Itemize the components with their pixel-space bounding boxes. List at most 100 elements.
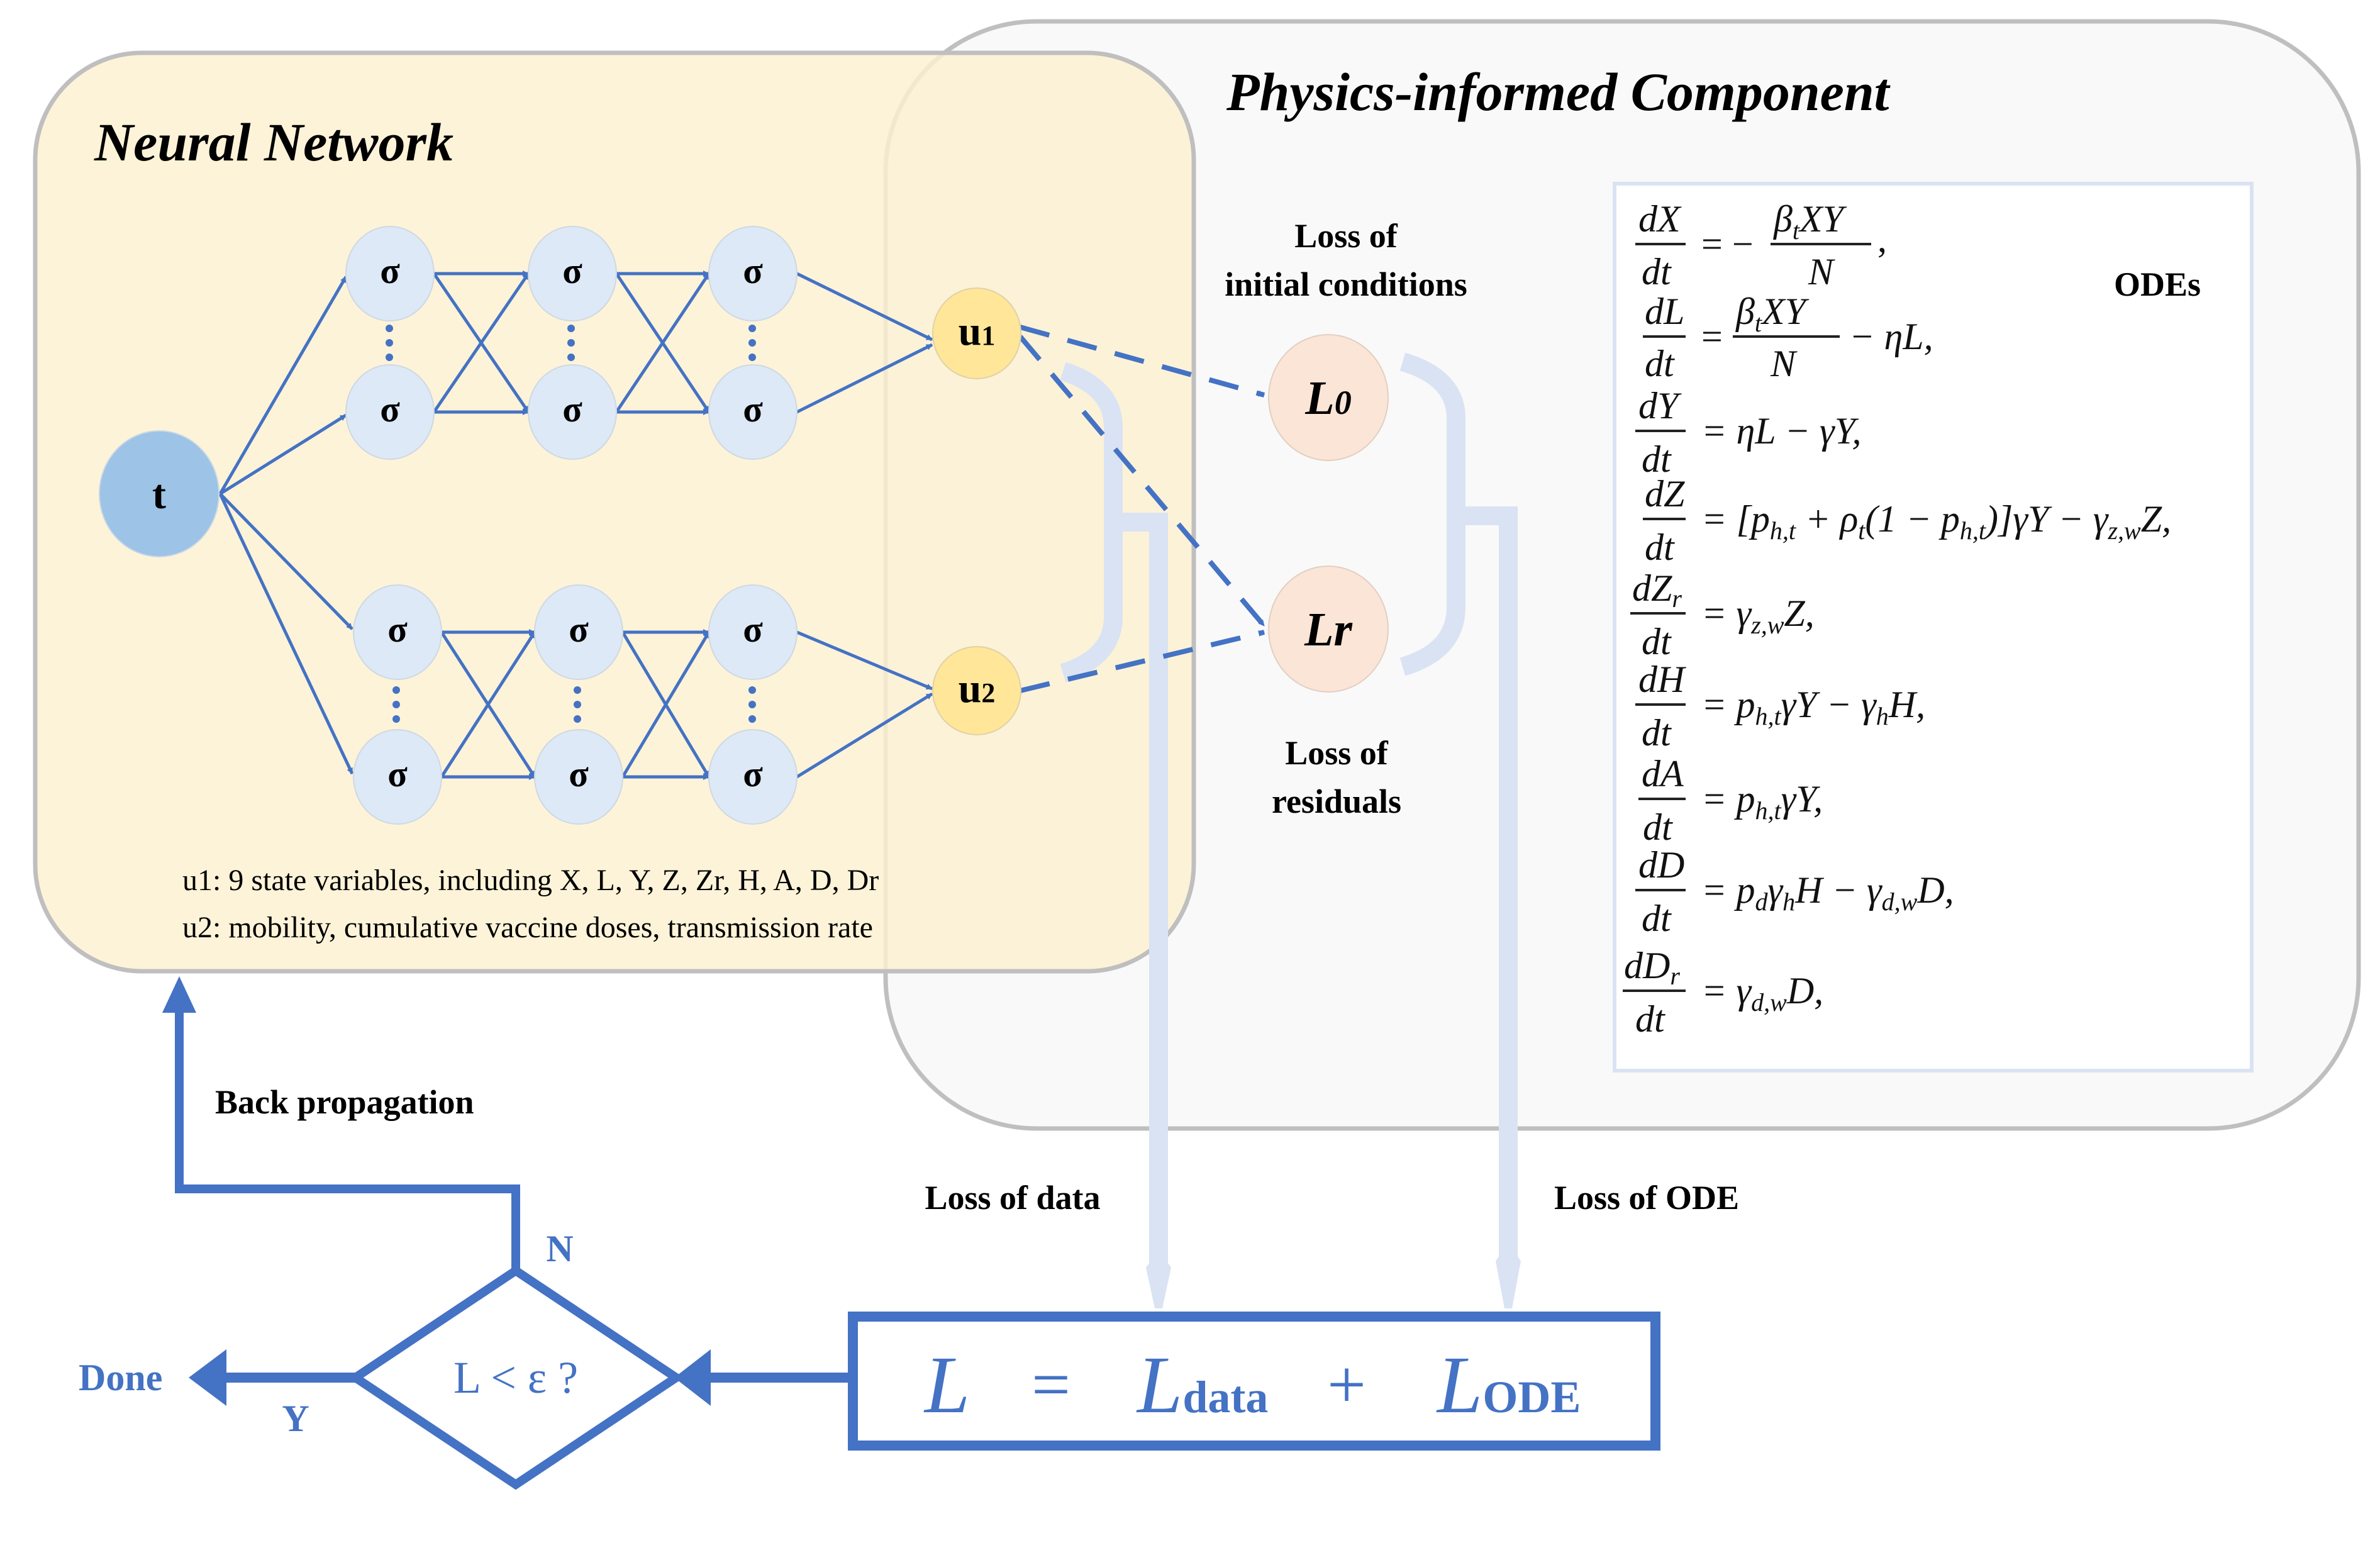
hidden-node [708,584,798,680]
edge [621,631,711,778]
initial-loss-label-line2: initial conditions [1225,265,1467,303]
eq-denominator: dt [1642,621,1672,662]
eq-rhs-num: βtXY [1735,291,1810,337]
loss-ode-term: LODE [1436,1340,1581,1430]
data-loss-flow [1060,362,1168,1271]
ode-equations-box [1613,182,2254,1073]
odes-label: ODEs [2114,265,2201,303]
input-node-label: t [152,472,166,518]
ode-equation-dX: dX dt = − βtXY N , [1635,198,1887,293]
ode-loss-arrowhead [1496,1250,1521,1308]
neural-network-title: Neural Network [94,112,453,172]
edge [796,343,933,414]
hidden-node-label: σ [380,389,400,430]
ellipsis-dots [392,686,756,723]
data-loss-label: Loss of data [925,1179,1100,1217]
ode-equation-dZ: dZ dt = [ph,t + ρt(1 − ph,t)]γY − γz,wZ, [1643,473,2171,568]
total-loss-equals: = [1032,1346,1070,1423]
eq-denominator: dt [1645,527,1675,568]
output-node-u2-label: u2 [959,666,996,711]
eq-rhs: = pdγhH − γd,wD, [1701,869,1954,916]
u2-caption: u2: mobility, cumulative vaccine doses, … [182,911,873,944]
eq-rhs: = ph,tγY − γhH, [1701,684,1925,730]
hidden-node-label: σ [387,609,408,650]
hidden-node [345,226,435,321]
hidden-node [708,226,798,321]
total-loss-box [848,1312,1660,1451]
loss-node-initial-label: L0 [1304,372,1351,425]
done-arrowhead [189,1349,226,1406]
hidden-node [345,364,435,460]
hidden-node-label: σ [380,250,400,291]
loss-node-residual [1268,566,1389,693]
edge [218,276,348,495]
eq-numerator: dX [1638,198,1682,240]
ode-equation-dZr: dZr dt = γz,wZ, [1630,567,1815,662]
decision-condition: L < ε ? [453,1352,578,1403]
upper-network-edges [218,270,933,496]
data-loss-arrowhead [1146,1258,1171,1308]
ode-equation-dDr: dDr dt = γd,wD, [1623,945,1823,1040]
hidden-node-label: σ [743,609,763,650]
loss-dashed-edges [1018,325,1267,693]
edge [796,692,933,779]
hidden-node [353,729,442,825]
eq-rhs-den: N [1808,251,1835,293]
upper-hidden-layers: σ σ σ σ σ σ [345,226,798,460]
eq-denominator: dt [1642,438,1672,480]
output-node-u1-label: u1 [959,308,996,354]
edge [796,272,933,342]
ode-equation-dD: dD dt = pdγhH − γd,wD, [1635,844,1954,939]
eq-tail: , [1877,218,1887,260]
physics-component-title: Physics-informed Component [1226,62,1891,122]
eq-numerator: dZr [1632,567,1682,613]
yes-label: Y [282,1398,309,1439]
eq-denominator: dt [1635,998,1665,1040]
edge [614,272,711,413]
ode-loss-label: Loss of ODE [1554,1179,1739,1217]
total-loss-plus: + [1327,1346,1366,1423]
back-propagation-arrowhead [162,976,196,1013]
u1-caption: u1: 9 state variables, including X, L, Y… [182,864,879,897]
loss-to-decision-arrowhead [674,1349,711,1406]
input-node-t [99,430,220,557]
eq-numerator: dA [1642,753,1684,794]
eq-denominator: dt [1642,251,1672,293]
data-loss-connector [1113,513,1168,1271]
total-loss-lhs: L [923,1340,970,1430]
hidden-node-label: σ [743,389,763,430]
ode-equation-dL: dL dt = βtXY N − ηL, [1643,291,1933,384]
hidden-node [708,364,798,460]
edge [219,413,347,496]
loss-node-residual-label: Lr [1304,603,1353,656]
eq-rhs: = ph,tγY, [1701,778,1823,825]
eq-denominator: dt [1645,343,1675,384]
eq-rhs-num: βtXY [1773,198,1847,245]
eq-rhs: = γd,wD, [1701,970,1823,1017]
eq-numerator: dZ [1645,473,1685,515]
loss-node-initial [1268,334,1389,461]
output-node-u1 [932,287,1021,379]
decision-diamond [347,1265,684,1490]
eq-numerator: dH [1638,659,1687,700]
hidden-node [708,729,798,825]
eq-tail: − ηL, [1849,316,1933,357]
hidden-node [353,584,442,680]
eq-denominator: dt [1642,898,1672,939]
done-label: Done [79,1357,162,1398]
ode-loss-bracket [1399,352,1465,676]
u1-to-L0-edge [1019,325,1265,398]
hidden-node [528,364,617,460]
hidden-node [534,584,623,680]
hidden-node-label: σ [569,754,589,794]
eq-rhs: = [ph,t + ρt(1 − ph,t)]γY − γz,wZ, [1701,498,2171,545]
edge [432,272,530,413]
no-label: N [546,1228,573,1269]
output-node-u2 [932,646,1021,735]
eq-denominator: dt [1642,712,1672,754]
eq-numerator: dD [1638,844,1684,886]
total-loss-equation: L = Ldata + LODE [923,1340,1581,1430]
ode-equation-dA: dA dt = ph,tγY, [1638,753,1823,848]
eq-rhs: = ηL − γY, [1701,410,1862,452]
